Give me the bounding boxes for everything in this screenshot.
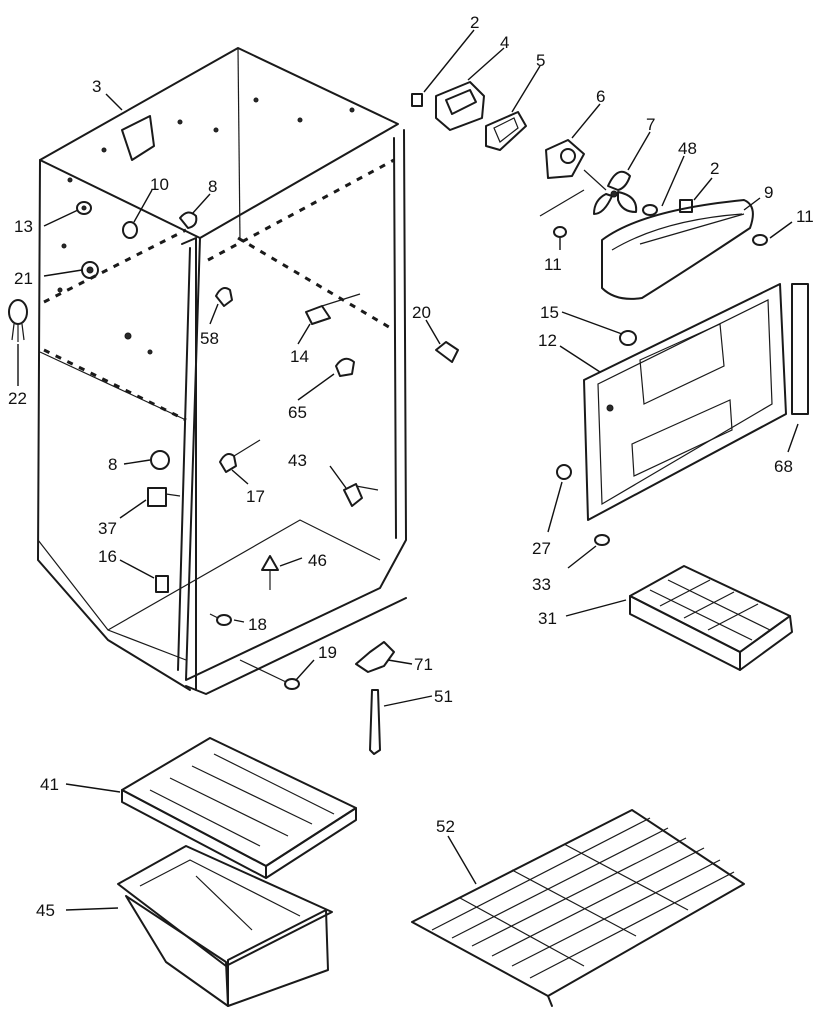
part-2-screw-lower <box>679 199 693 213</box>
callout-37: 37 <box>98 519 117 538</box>
part-6-motor-bracket <box>545 139 607 191</box>
callout-41: 41 <box>40 775 59 794</box>
part-18-screw <box>209 613 232 626</box>
part-11-screw-right <box>752 234 768 246</box>
part-65-bracket <box>335 357 355 377</box>
callout-13: 13 <box>14 217 33 236</box>
callout-58: 58 <box>200 329 219 348</box>
callout-2-lower: 2 <box>710 159 719 178</box>
callout-labels: 3 2 4 5 6 7 48 2 9 11 11 10 8 13 21 22 5… <box>8 13 814 920</box>
part-15-plug <box>619 330 637 346</box>
callout-17: 17 <box>246 487 265 506</box>
part-45-crisper-pan <box>117 845 333 1007</box>
callout-4: 4 <box>500 33 509 52</box>
part-46-bumper <box>261 555 279 590</box>
part-5-gasket <box>485 111 527 151</box>
part-41-crisper-cover <box>121 737 357 879</box>
callout-5: 5 <box>536 51 545 70</box>
part-14-bracket <box>305 293 361 325</box>
part-43-hinge <box>343 483 379 507</box>
callout-12: 12 <box>538 331 557 350</box>
part-13-plug <box>76 201 92 215</box>
callout-71: 71 <box>414 655 433 674</box>
callout-46: 46 <box>308 551 327 570</box>
callout-15: 15 <box>540 303 559 322</box>
callout-22: 22 <box>8 389 27 408</box>
part-51-drain-tube <box>369 689 381 755</box>
callout-7: 7 <box>646 115 655 134</box>
part-22-sensor <box>8 299 28 342</box>
part-2-screw-upper <box>411 93 423 107</box>
part-11-screw-left <box>553 226 567 238</box>
callout-20: 20 <box>412 303 431 322</box>
part-7-fan-blade <box>593 170 638 215</box>
part-8-lower-bushing <box>150 450 170 470</box>
callout-51: 51 <box>434 687 453 706</box>
part-31-ice-tray <box>629 565 793 671</box>
leader-lines <box>17 29 799 911</box>
callout-65: 65 <box>288 403 307 422</box>
callout-10: 10 <box>150 175 169 194</box>
part-8-upper-bushing <box>179 211 198 229</box>
part-37-bracket <box>147 487 181 507</box>
callout-19: 19 <box>318 643 337 662</box>
part-68-strip <box>791 283 809 415</box>
callout-8-lower: 8 <box>108 455 117 474</box>
part-58-clip <box>215 287 233 307</box>
part-33-screw <box>594 534 610 546</box>
callout-6: 6 <box>596 87 605 106</box>
part-20-clip <box>435 341 459 363</box>
callout-16: 16 <box>98 547 117 566</box>
callout-11-left: 11 <box>544 255 562 274</box>
part-71-drain-fitting <box>355 641 395 673</box>
callout-18: 18 <box>248 615 267 634</box>
callout-27: 27 <box>532 539 551 558</box>
part-52-wire-shelf <box>411 809 745 1007</box>
part-10-grommet <box>122 221 138 239</box>
part-48-screw <box>642 204 658 216</box>
fan-assembly-centerline <box>539 189 585 217</box>
part-17-clip <box>219 439 261 473</box>
part-19-screw <box>239 659 300 690</box>
callout-31: 31 <box>538 609 557 628</box>
callout-43: 43 <box>288 451 307 470</box>
callout-11-right: 11 <box>796 207 814 226</box>
callout-21: 21 <box>14 269 33 288</box>
callout-2-upper: 2 <box>470 13 479 32</box>
part-16-bracket <box>155 575 169 593</box>
callout-9: 9 <box>764 183 773 202</box>
part-9-evaporator-cover <box>601 199 754 300</box>
callout-33: 33 <box>532 575 551 594</box>
callout-3: 3 <box>92 77 101 96</box>
callout-48: 48 <box>678 139 697 158</box>
part-21-plug <box>81 261 99 279</box>
callout-52: 52 <box>436 817 455 836</box>
callout-45: 45 <box>36 901 55 920</box>
part-27-clip <box>556 464 572 480</box>
callout-8-upper: 8 <box>208 177 217 196</box>
part-4-housing <box>435 81 485 131</box>
cabinet-liner <box>37 47 407 695</box>
part-12-cover-panel <box>583 283 787 521</box>
callout-14: 14 <box>290 347 309 366</box>
callout-68: 68 <box>774 457 793 476</box>
